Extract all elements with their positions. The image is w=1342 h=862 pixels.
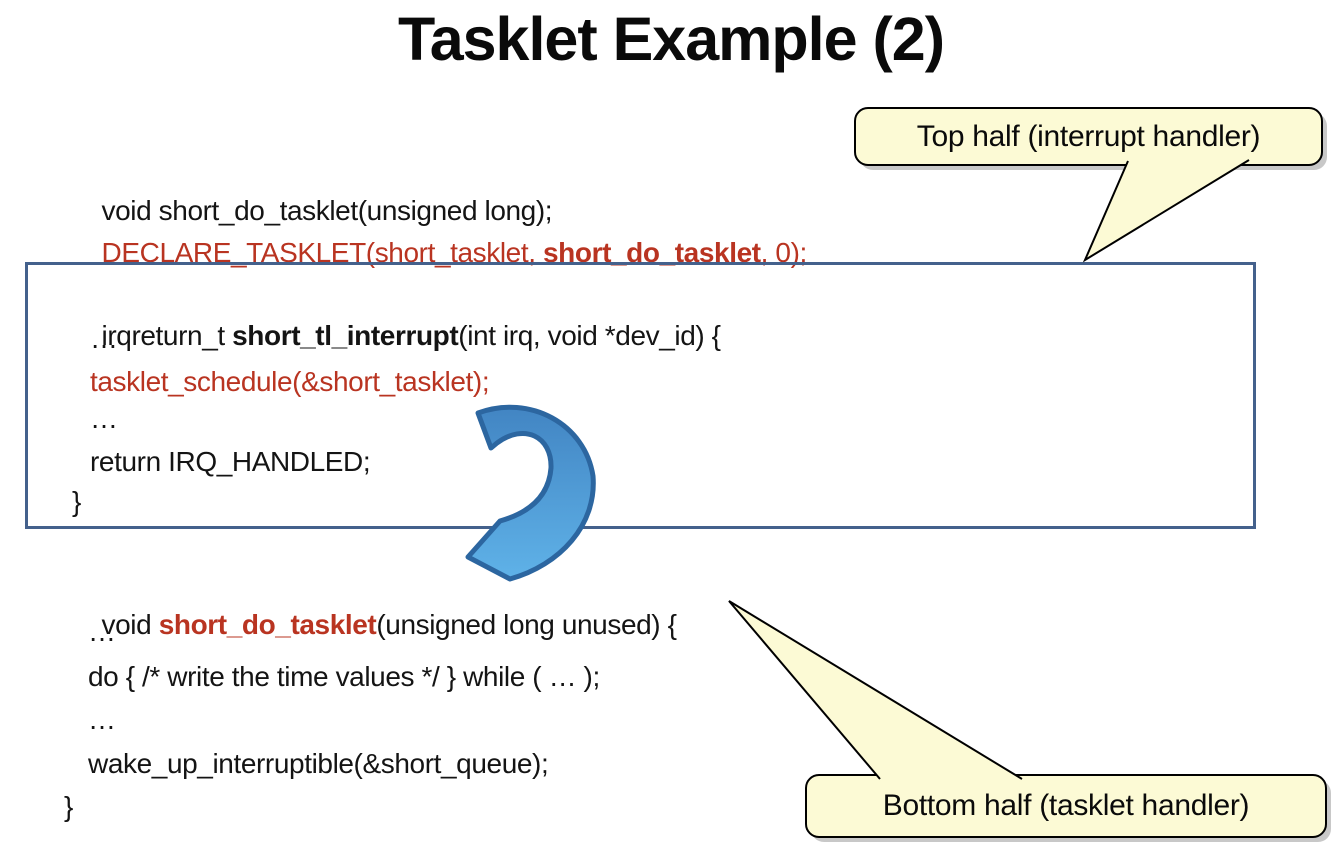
code-text-bold: short_do_tasklet xyxy=(158,609,377,640)
code-line-declaration-1: void short_do_tasklet(unsigned long); xyxy=(72,160,553,262)
flow-arrow-icon xyxy=(465,404,596,582)
code-text: (unsigned long unused) { xyxy=(376,609,677,640)
code-line-tasklet-3: do { /* write the time values */ } while… xyxy=(88,661,600,692)
code-line-irq-4: … xyxy=(90,403,118,434)
code-line-tasklet-5: wake_up_interruptible(&short_queue); xyxy=(88,748,549,779)
code-line-tasklet-6: } xyxy=(64,791,73,822)
code-line-irq-2: … xyxy=(90,323,118,354)
code-text: void xyxy=(101,609,159,640)
code-text: irqreturn_t xyxy=(101,320,233,351)
bottom-half-callout-label: Bottom half (tasklet handler) xyxy=(882,789,1250,822)
code-line-irq-6: } xyxy=(72,486,81,517)
interrupt-handler-box xyxy=(25,262,1256,529)
code-line-tasklet-1: void short_do_tasklet(unsigned long unus… xyxy=(72,574,677,676)
code-line-irq-3: tasklet_schedule(&short_tasklet); xyxy=(90,366,490,397)
code-text: (int irq, void *dev_id) { xyxy=(458,320,721,351)
code-line-tasklet-4: … xyxy=(88,704,116,735)
code-line-irq-1: irqreturn_t short_tl_interrupt(int irq, … xyxy=(72,285,722,387)
bottom-half-callout-tail xyxy=(728,600,1023,780)
code-text: void short_do_tasklet(unsigned long); xyxy=(101,195,553,226)
code-text-bold: short_tl_interrupt xyxy=(232,320,459,351)
top-half-callout-bubble xyxy=(854,107,1323,166)
code-line-tasklet-2: … xyxy=(88,616,116,647)
top-half-callout-label: Top half (interrupt handler) xyxy=(916,119,1261,153)
code-line-irq-5: return IRQ_HANDLED; xyxy=(90,446,371,477)
bottom-half-callout-bubble xyxy=(805,774,1327,838)
top-half-callout-tail xyxy=(1082,159,1250,263)
page-title: Tasklet Example (2) xyxy=(397,5,945,73)
